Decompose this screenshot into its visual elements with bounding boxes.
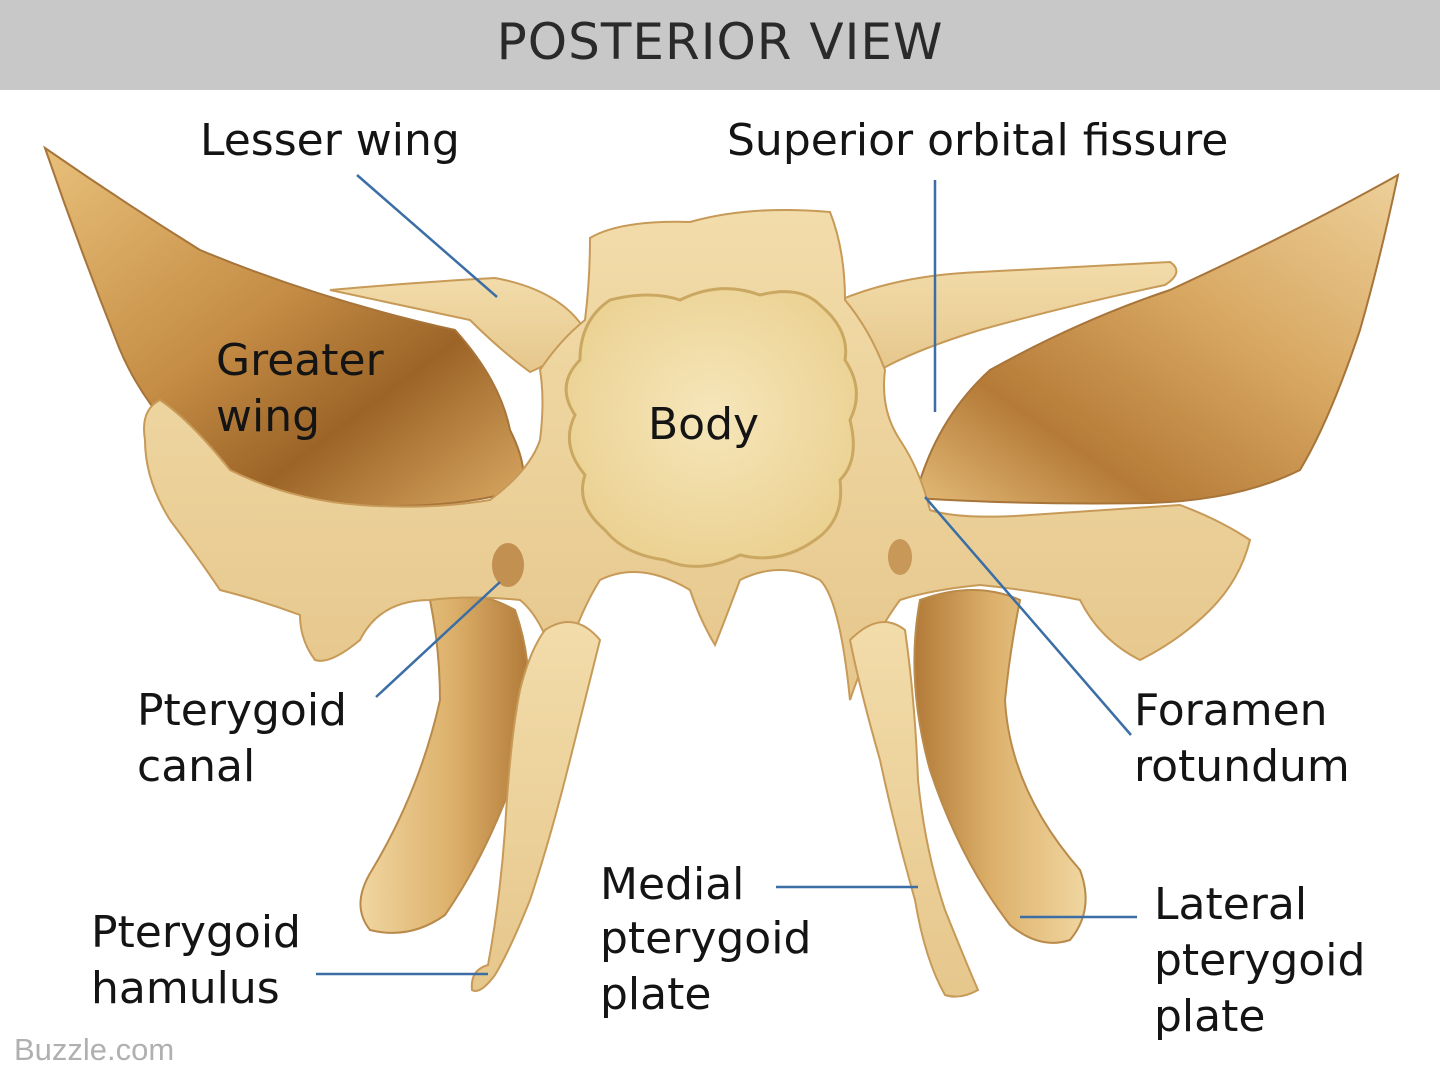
label-greater-wing-line1: Greater — [216, 335, 384, 386]
leader-lines — [316, 174, 1137, 976]
medial-pterygoid-plate-left — [470, 621, 602, 992]
label-medial-plate-line2: pterygoid — [600, 913, 812, 964]
label-medial-plate-line3: plate — [600, 969, 712, 1020]
medial-pterygoid-plate-right — [848, 621, 980, 998]
leader-pterygoid-canal — [375, 581, 501, 698]
label-pterygoid-canal-line1: Pterygoid — [137, 685, 347, 736]
label-lateral-plate-line3: plate — [1154, 991, 1266, 1042]
label-medial-plate-line1: Medial — [600, 859, 745, 910]
diagram-title: POSTERIOR VIEW — [496, 13, 944, 71]
lateral-pterygoid-plate-left — [359, 593, 530, 934]
label-superior-orbital-fissure: Superior orbital fissure — [727, 115, 1229, 166]
label-greater-wing-line2: wing — [216, 391, 321, 442]
label-body: Body — [648, 399, 760, 450]
title-bar — [0, 0, 1440, 90]
greater-wing-right — [913, 173, 1400, 505]
label-foramen-rotundum-line2: rotundum — [1134, 741, 1350, 792]
sphenoid-body — [564, 287, 858, 568]
label-pterygoid-canal-line2: canal — [137, 741, 256, 792]
label-pterygoid-hamulus-line2: hamulus — [91, 963, 280, 1014]
watermark: Buzzle.com — [14, 1032, 175, 1067]
label-lateral-plate-line1: Lateral — [1154, 879, 1308, 930]
label-lesser-wing: Lesser wing — [200, 115, 460, 166]
label-foramen-rotundum-line1: Foramen — [1134, 685, 1328, 736]
leader-foramen-rotundum — [924, 496, 1132, 736]
lateral-pterygoid-plate-right — [913, 589, 1087, 944]
pterygoid-canal-spot — [492, 543, 524, 587]
label-pterygoid-hamulus-line1: Pterygoid — [91, 907, 301, 958]
leader-lesser-wing — [356, 174, 498, 298]
greater-wing-left — [43, 145, 525, 507]
bone-spot-right — [888, 539, 912, 575]
label-lateral-plate-line2: pterygoid — [1154, 935, 1366, 986]
